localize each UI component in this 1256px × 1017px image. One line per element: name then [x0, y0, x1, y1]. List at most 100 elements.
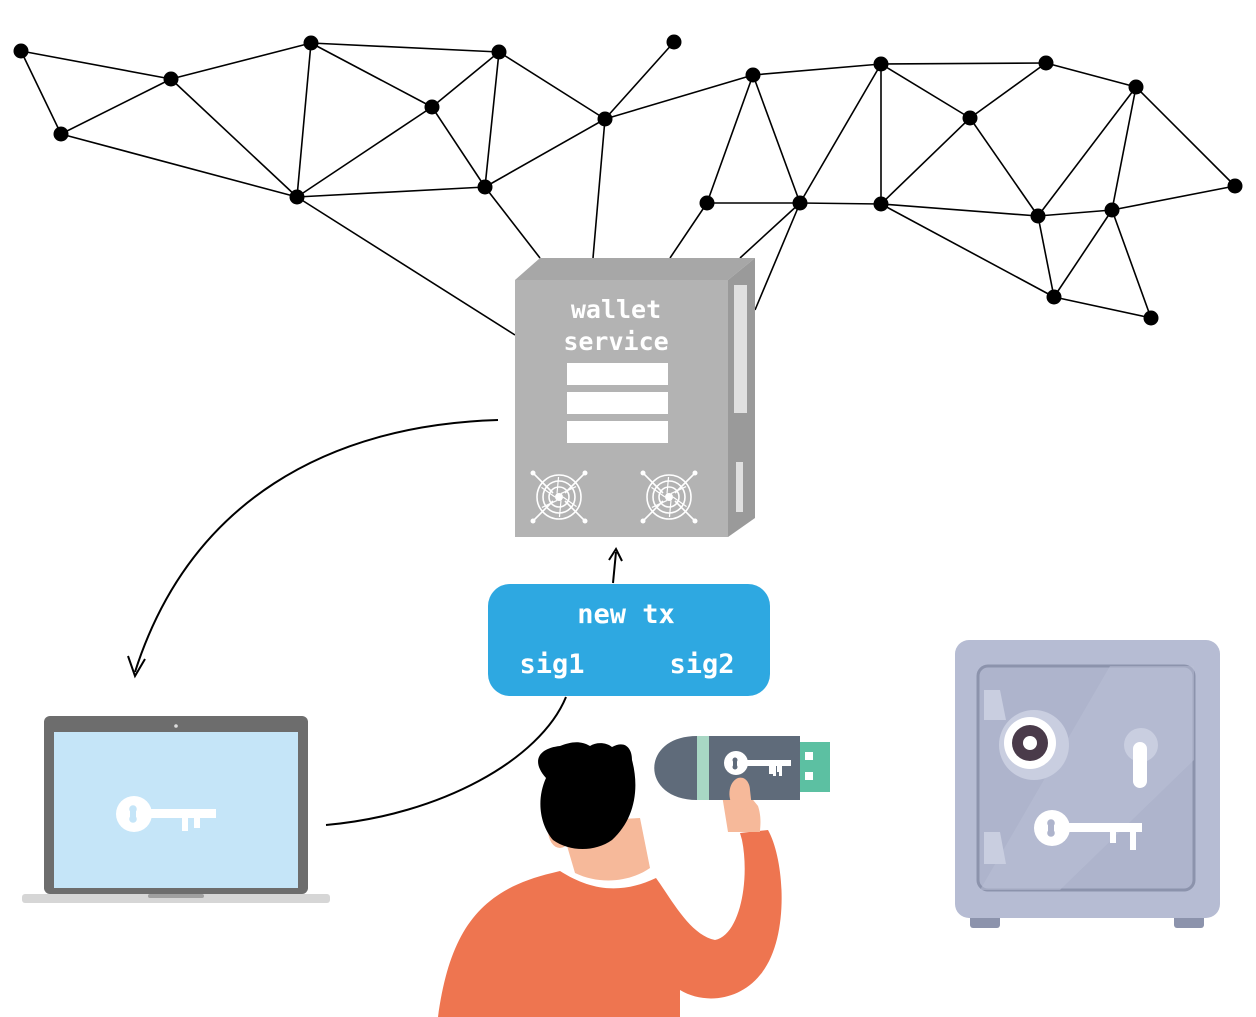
fan-icon	[529, 470, 589, 524]
network-node	[873, 196, 889, 212]
network-edge	[20, 50, 172, 80]
network-edge	[60, 133, 298, 198]
fan-part	[542, 480, 576, 514]
fan-part	[658, 486, 680, 508]
network-edge	[296, 186, 486, 198]
network-edge	[880, 203, 1055, 298]
fan-part	[582, 470, 588, 476]
network-edge	[60, 78, 172, 135]
safe-door-shine	[980, 666, 1194, 890]
fan-part	[640, 518, 646, 524]
person-hair	[538, 742, 636, 849]
fan-part	[555, 493, 563, 501]
network-node	[792, 195, 808, 211]
network-edge	[1053, 209, 1113, 298]
network-node	[666, 34, 682, 50]
network-edge	[296, 42, 312, 198]
network-edge	[752, 74, 801, 204]
server-drive-bay	[567, 421, 668, 443]
network-edge	[739, 202, 801, 259]
laptop-icon	[22, 716, 330, 903]
network-edge	[880, 62, 1047, 65]
key-icon	[116, 796, 216, 832]
usb-slot	[773, 762, 776, 776]
fan-part	[672, 496, 687, 508]
network-node	[491, 44, 507, 60]
network-edge	[296, 106, 433, 198]
network-edge	[498, 51, 606, 120]
network-edge	[296, 196, 516, 336]
person-icon	[438, 742, 782, 1017]
server-to-laptop-arrow	[134, 419, 499, 673]
network-edge	[1037, 209, 1113, 217]
network-node	[424, 99, 440, 115]
fan-part	[646, 474, 692, 520]
laptop-to-tx-line	[325, 696, 567, 826]
network-edge	[310, 42, 500, 53]
network-edge	[799, 63, 882, 204]
fan-part	[541, 486, 556, 498]
network-edge	[1111, 185, 1236, 211]
network-node	[1104, 202, 1120, 218]
network-edge	[484, 118, 606, 188]
network-edge	[431, 106, 486, 188]
network-node	[873, 56, 889, 72]
network-edge	[1045, 62, 1137, 88]
network-edge	[706, 74, 754, 204]
network-node	[477, 179, 493, 195]
fan-part	[564, 500, 586, 522]
network-edge	[1135, 86, 1236, 187]
key-icon	[1034, 810, 1142, 850]
network-node	[1046, 289, 1062, 305]
fan-part	[652, 480, 686, 514]
fan-part	[640, 470, 646, 476]
person-shirt	[438, 830, 782, 1017]
network-node	[53, 126, 69, 142]
network-edge	[484, 51, 500, 188]
fan-part	[541, 499, 558, 508]
fan-part	[530, 470, 536, 476]
new-tx-bubble: new tx sig1 sig2	[488, 584, 770, 696]
tx-signature1: sig1	[519, 649, 584, 680]
fan-part	[562, 496, 577, 508]
laptop-notch	[148, 894, 204, 898]
person-finger	[729, 777, 752, 810]
fan-part	[666, 476, 670, 494]
network-node	[597, 111, 613, 127]
network-edge	[20, 50, 62, 135]
network-edge	[1037, 86, 1137, 217]
tx-bubble-bg	[488, 584, 770, 696]
server-drive-bay	[567, 392, 668, 414]
server-side-slot	[734, 285, 747, 413]
network-graph	[13, 34, 1243, 336]
usb-plug-pin	[805, 772, 813, 780]
network-node	[1038, 55, 1054, 71]
network-edge	[754, 202, 801, 311]
safe-hinge	[984, 832, 1006, 864]
usb-slot	[779, 762, 782, 776]
laptop-base	[22, 894, 330, 903]
usb-plug	[800, 742, 830, 792]
safe-icon	[955, 640, 1220, 928]
network-edge	[310, 42, 433, 108]
fan-part	[558, 500, 562, 518]
network-edge	[880, 203, 1039, 217]
network-edge	[880, 117, 971, 205]
server-label-line2: service	[563, 327, 668, 356]
network-edge	[669, 202, 708, 259]
safe-hinge	[984, 690, 1006, 720]
safe-dial-center	[1023, 736, 1037, 750]
network-edge	[1111, 86, 1137, 211]
network-edge	[170, 78, 298, 198]
fan-part	[668, 500, 672, 518]
network-node	[1128, 79, 1144, 95]
tx-title: new tx	[577, 599, 675, 630]
usb-band	[697, 736, 709, 800]
network-node	[303, 35, 319, 51]
fan-part	[532, 472, 554, 494]
network-node	[745, 67, 761, 83]
network-edge	[969, 62, 1047, 119]
fan-part	[642, 472, 664, 494]
network-edge	[1111, 209, 1152, 319]
